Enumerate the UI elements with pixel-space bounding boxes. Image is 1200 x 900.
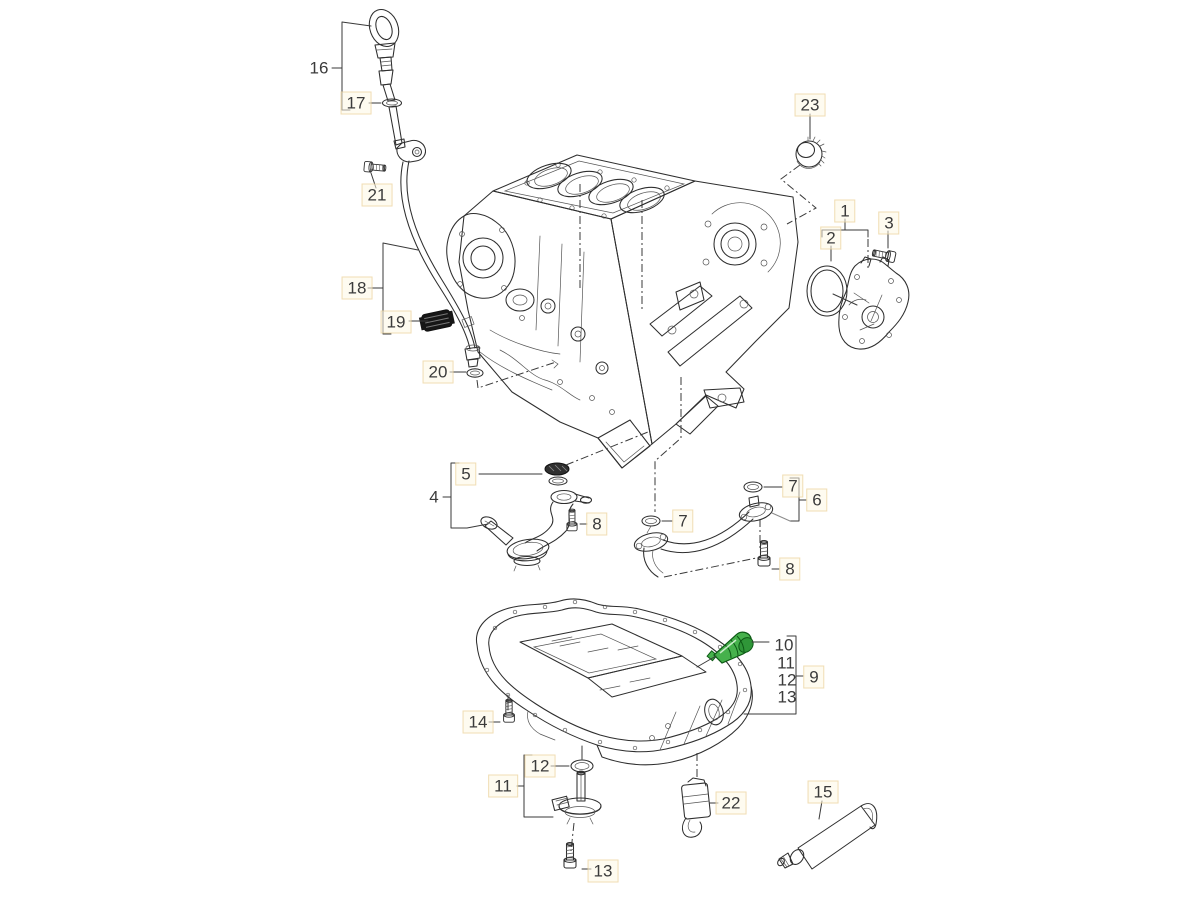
callout-11-lower[interactable]: 11 <box>488 774 518 798</box>
screw-3 <box>870 246 897 264</box>
suction-pipe-4 <box>480 489 593 572</box>
callout-5[interactable]: 5 <box>455 462 477 486</box>
callout-11[interactable]: 11 <box>777 653 795 673</box>
callout-8-right[interactable]: 8 <box>779 557 801 581</box>
callout-16[interactable]: 16 <box>309 58 329 78</box>
dipstick-guide-tube <box>400 160 481 368</box>
o-ring-7-right <box>743 481 763 493</box>
o-ring-7-left <box>641 515 661 527</box>
bolt-14 <box>503 698 515 723</box>
callout-19[interactable]: 19 <box>380 310 412 334</box>
oil-level-sensor <box>551 770 602 825</box>
callout-23[interactable]: 23 <box>794 93 826 117</box>
bolt-8-right <box>757 539 771 567</box>
engine-block <box>446 154 799 469</box>
callout-14[interactable]: 14 <box>462 710 494 734</box>
bracket-22 <box>681 777 711 838</box>
bolt-13 <box>563 841 577 869</box>
callout-18[interactable]: 18 <box>341 276 373 300</box>
callout-15[interactable]: 15 <box>807 780 839 804</box>
oil-filler-cap <box>795 136 827 169</box>
callout-7-left[interactable]: 7 <box>672 509 694 533</box>
callout-4[interactable]: 4 <box>429 487 439 507</box>
callout-12[interactable]: 12 <box>777 670 797 690</box>
callout-17[interactable]: 17 <box>340 91 372 115</box>
gasket-5 <box>544 462 570 486</box>
callout-6[interactable]: 6 <box>806 488 828 512</box>
dipstick-assembly <box>368 8 426 163</box>
o-ring-2 <box>806 265 848 317</box>
callout-1[interactable]: 1 <box>834 199 856 223</box>
callout-22[interactable]: 22 <box>715 791 747 815</box>
tube-clip-19 <box>418 309 455 332</box>
callout-10[interactable]: 10 <box>774 635 794 655</box>
callout-2[interactable]: 2 <box>820 226 842 250</box>
callout-3[interactable]: 3 <box>878 211 900 235</box>
sealant-tube <box>777 803 878 870</box>
callout-20[interactable]: 20 <box>422 360 454 384</box>
leader-lines <box>331 21 889 870</box>
oil-pipe-6 <box>633 495 774 578</box>
oil-pan <box>475 598 753 766</box>
o-ring-12 <box>570 759 594 773</box>
callout-13-lower[interactable]: 13 <box>587 859 619 883</box>
callout-13[interactable]: 13 <box>777 687 797 707</box>
screw-21 <box>363 160 387 174</box>
callout-12-lower[interactable]: 12 <box>524 754 556 778</box>
callout-7-right[interactable]: 7 <box>782 474 804 498</box>
oil-pump-cover <box>838 256 910 350</box>
callout-9[interactable]: 9 <box>803 665 825 689</box>
callout-21[interactable]: 21 <box>361 183 393 207</box>
callout-8-left[interactable]: 8 <box>586 512 608 536</box>
o-ring-20 <box>466 368 484 378</box>
drain-plug-highlighted[interactable] <box>706 631 756 664</box>
